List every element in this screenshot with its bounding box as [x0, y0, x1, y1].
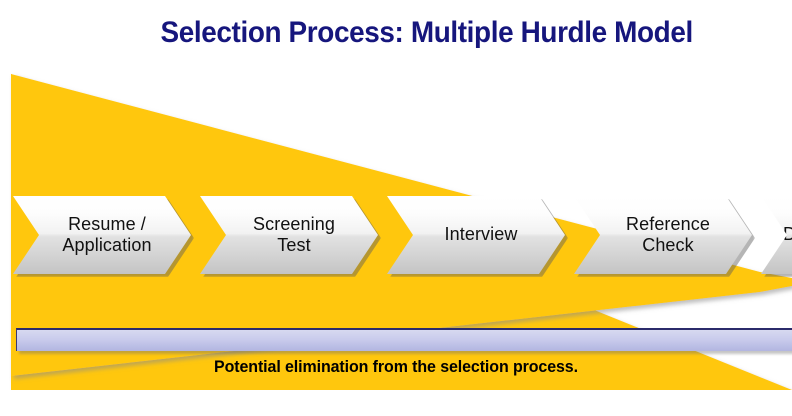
stage-label: Screening Test — [253, 213, 335, 255]
stage-label: D — [783, 224, 792, 245]
stage-chevron-resume-application[interactable]: Resume / Application — [13, 196, 191, 274]
stage-chevron-screening-test[interactable]: Screening Test — [200, 196, 378, 274]
page-title: Selection Process: Multiple Hurdle Model — [160, 16, 693, 49]
stage-label: Interview — [444, 224, 518, 245]
stage-chevron-reference-check[interactable]: Reference Check — [574, 196, 752, 274]
stage-chevron-partial[interactable]: D — [761, 196, 792, 274]
caption-text: Potential elimination from the selection… — [214, 357, 578, 376]
funnel-svg — [11, 74, 792, 390]
funnel-graphic — [0, 60, 792, 390]
stage-chevron-interview[interactable]: Interview — [387, 196, 565, 274]
elimination-bar — [16, 328, 792, 351]
stage-label: Reference Check — [626, 213, 710, 255]
funnel-shape — [11, 74, 792, 376]
stage-label: Resume / Application — [62, 213, 152, 255]
stage-chevron-row: Resume / Application Screening Test Inte… — [0, 196, 792, 276]
